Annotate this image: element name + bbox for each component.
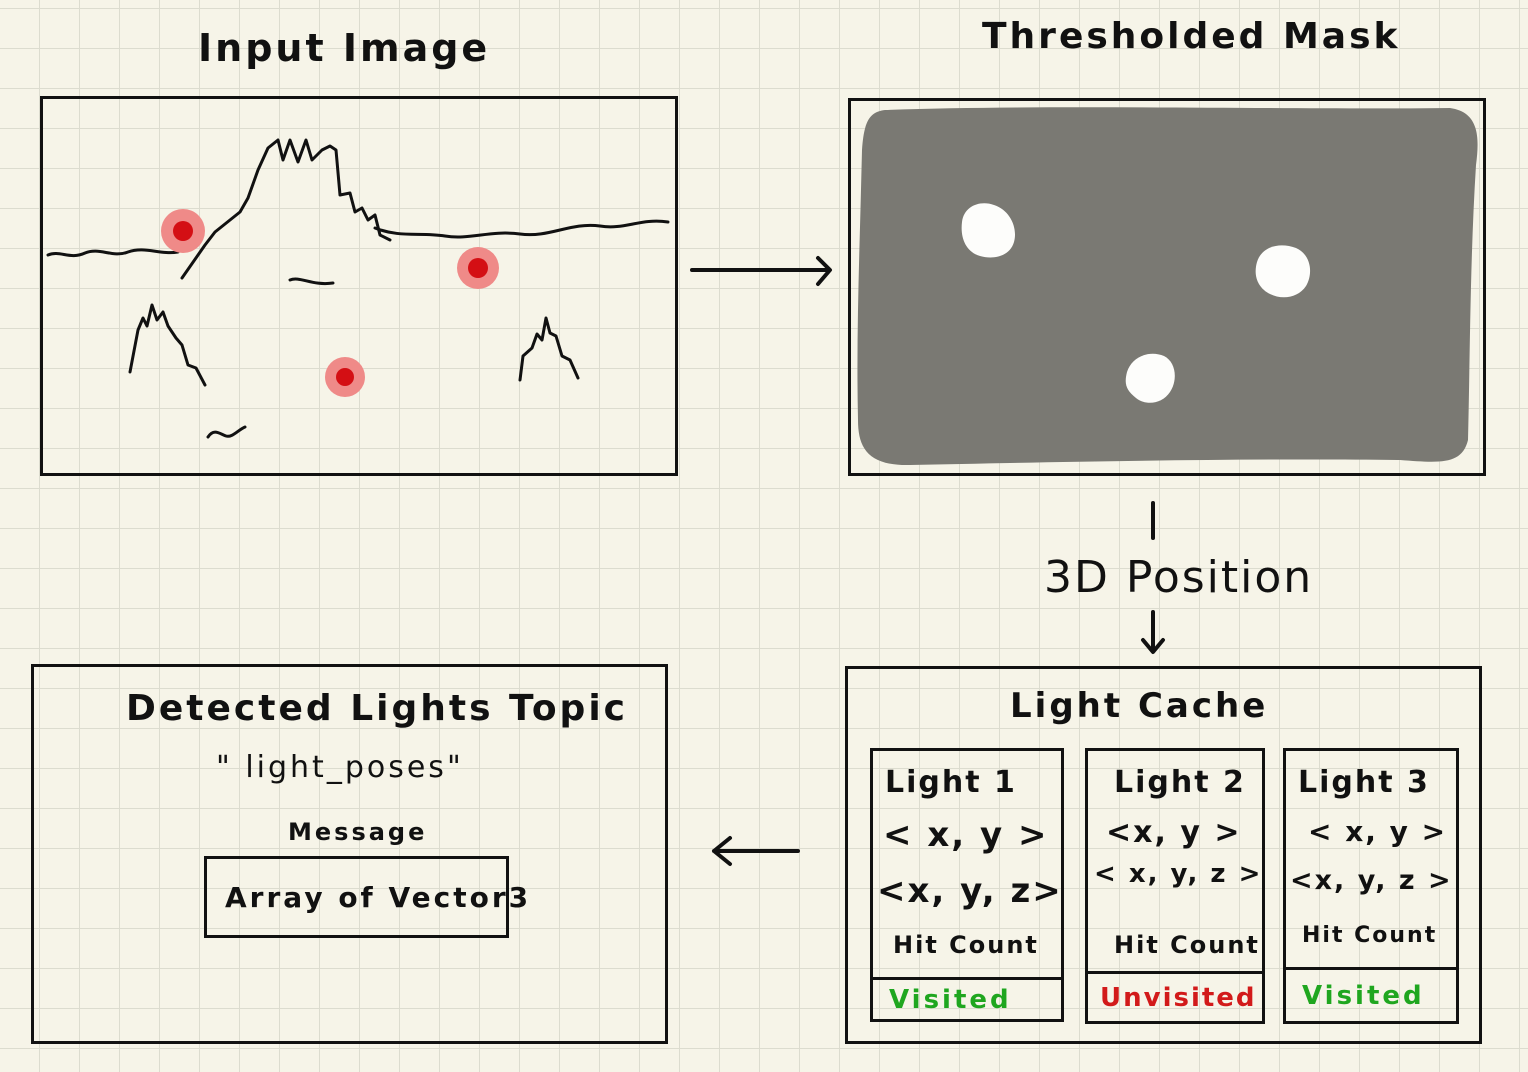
light-card-hits: Hit Count [1302,923,1438,948]
light-card-coord2: < x, y > [883,815,1049,855]
input-image-panel [40,96,678,476]
mask-title: Thresholded Mask [982,16,1401,57]
detection-core-2 [468,258,488,278]
light-card-coord3: <x, y, z > [1290,865,1453,896]
input-image-title: Input Image [198,26,491,70]
position-step-label: 3D Position [1044,552,1314,603]
light-card-hits: Hit Count [1114,931,1260,959]
detection-markers [161,209,499,397]
light-card-name: Light 3 [1298,765,1430,800]
arrow-cache-to-topic [712,836,800,866]
arrow-input-to-mask [690,256,832,286]
light-card-coord2: <x, y > [1106,815,1242,850]
mask-blob-2 [1255,245,1311,298]
light-card-coord3: < x, y, z > [1094,859,1263,889]
detection-core-3 [336,368,354,386]
detection-core-1 [173,221,193,241]
light-card-status: Unvisited [1088,971,1262,1021]
light-card-2: Light 2 <x, y > < x, y, z > Hit Count Un… [1085,748,1265,1024]
light-cache-panel [845,666,1482,1044]
light-card-status: Visited [1286,967,1456,1021]
light-card-3: Light 3 < x, y > <x, y, z > Hit Count Vi… [1283,748,1459,1024]
light-card-coord3: <x, y, z> [877,871,1063,911]
arrow-position-to-cache [1141,610,1165,654]
topic-title: Detected Lights Topic [126,688,628,729]
topic-panel [31,664,668,1044]
mask-fill [857,107,1478,466]
light-card-coord2: < x, y > [1308,815,1448,848]
message-type: Array of Vector3 [225,881,532,914]
mask-panel [848,98,1486,476]
message-type-box: Array of Vector3 [204,856,528,938]
light-card-name: Light 1 [885,765,1017,800]
mask-blob-1 [961,203,1016,258]
mask-blob-3 [1125,353,1175,403]
message-label: Message [288,818,428,846]
light-card-hits: Hit Count [893,931,1039,959]
light-card-name: Light 2 [1114,765,1246,800]
topic-name: " light_poses" [216,750,464,785]
light-card-1: Light 1 < x, y > <x, y, z> Hit Count Vis… [870,748,1064,1022]
light-cache-title: Light Cache [1010,686,1269,726]
light-card-status: Visited [873,977,1061,1019]
